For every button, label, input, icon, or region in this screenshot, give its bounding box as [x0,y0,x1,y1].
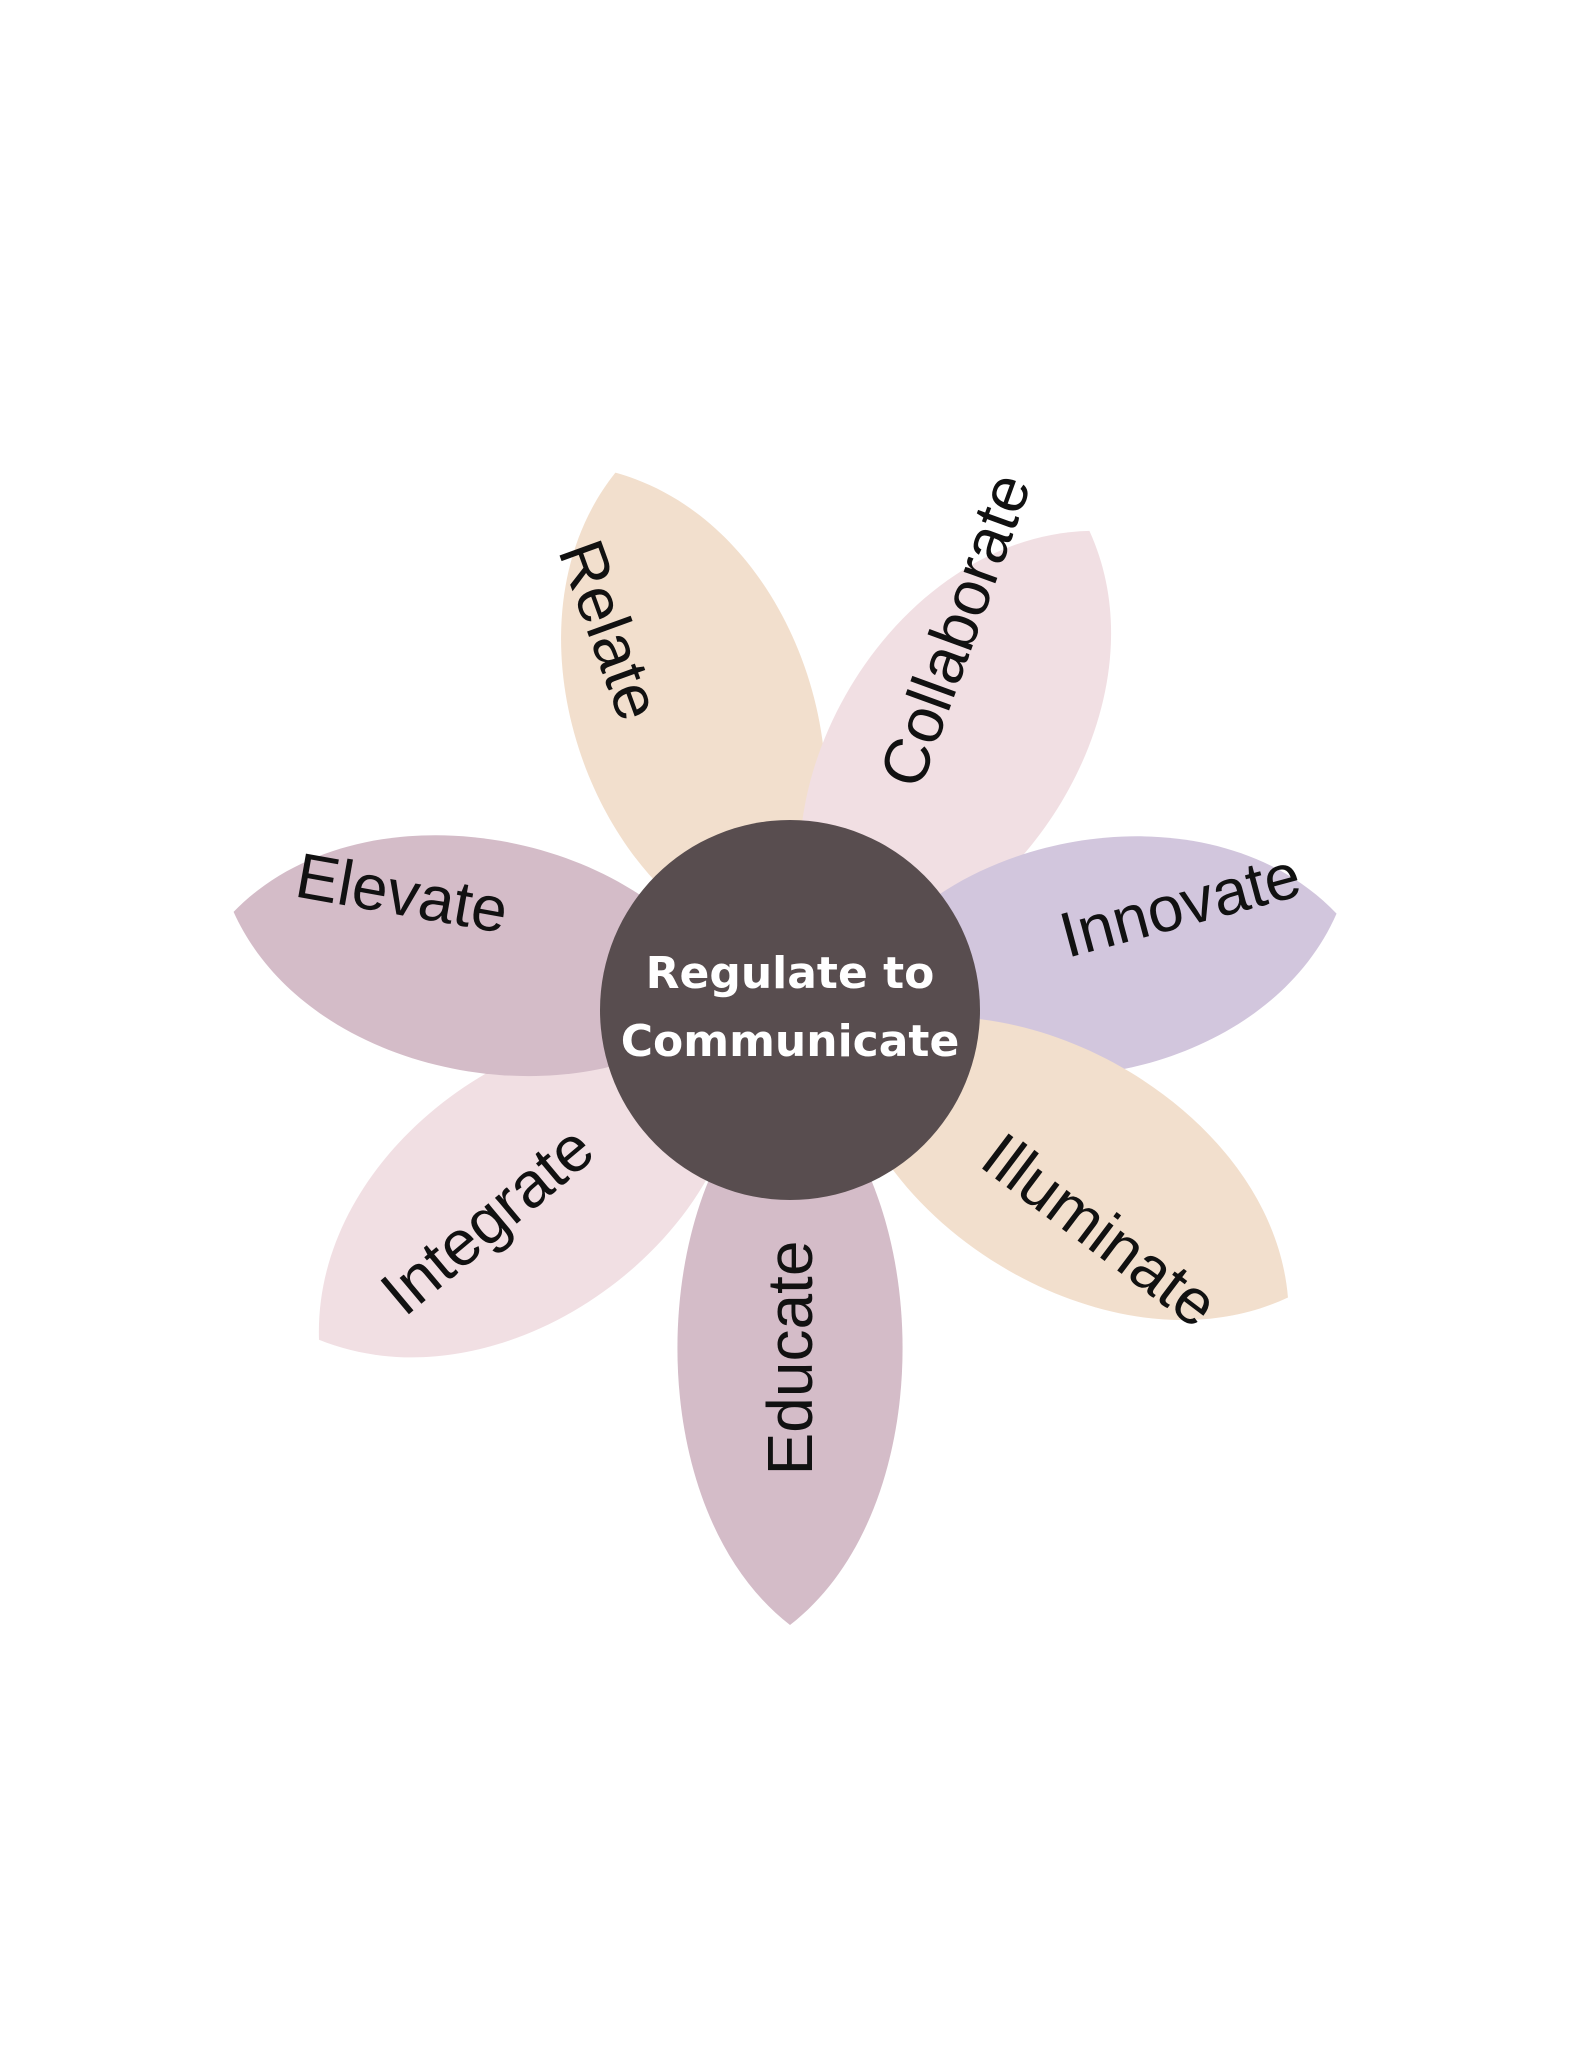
center-label-line1: Regulate to [646,948,935,999]
center-circle [600,820,980,1200]
petal-educate [677,1071,903,1625]
center-label-line2: Communicate [621,1016,960,1067]
petal-label-educate: Educate [754,1241,826,1476]
center-hub: Regulate to Communicate [600,820,980,1200]
